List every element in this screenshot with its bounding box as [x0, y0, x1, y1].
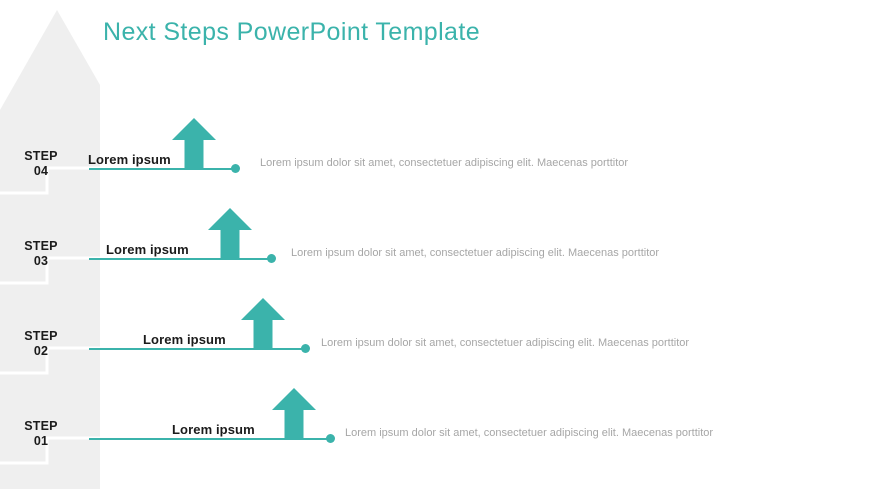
endpoint-dot-icon [231, 164, 240, 173]
page-title: Next Steps PowerPoint Template [103, 18, 481, 46]
step-label-02: Lorem ipsum [143, 332, 226, 347]
connector-line-02 [89, 348, 305, 350]
step-number-digits: 04 [33, 163, 49, 178]
step-row: STEP 01 Lorem ipsum Lorem ipsum dolor si… [0, 388, 870, 478]
step-description-03: Lorem ipsum dolor sit amet, consectetuer… [291, 247, 660, 259]
step-number-02: STEP 02 [10, 329, 72, 358]
step-label-04: Lorem ipsum [88, 152, 171, 167]
step-row: STEP 03 Lorem ipsum Lorem ipsum dolor si… [0, 208, 870, 298]
step-label-03: Lorem ipsum [106, 242, 189, 257]
up-arrow-icon [208, 208, 252, 260]
step-number-04: STEP 04 [10, 149, 72, 178]
up-arrow-icon [172, 118, 216, 170]
step-number-digits: 03 [33, 253, 49, 268]
endpoint-dot-icon [326, 434, 335, 443]
step-number-digits: 02 [33, 343, 49, 358]
connector-line-01 [89, 438, 330, 440]
step-number-03: STEP 03 [10, 239, 72, 268]
step-description-04: Lorem ipsum dolor sit amet, consectetuer… [260, 157, 629, 169]
step-number-word: STEP [24, 329, 58, 343]
up-arrow-icon [272, 388, 316, 440]
step-number-word: STEP [24, 149, 58, 163]
endpoint-dot-icon [267, 254, 276, 263]
connector-line-04 [89, 168, 235, 170]
step-description-01: Lorem ipsum dolor sit amet, consectetuer… [345, 427, 714, 439]
up-arrow-icon [241, 298, 285, 350]
step-number-01: STEP 01 [10, 419, 72, 448]
endpoint-dot-icon [301, 344, 310, 353]
step-description-02: Lorem ipsum dolor sit amet, consectetuer… [321, 337, 690, 349]
step-label-01: Lorem ipsum [172, 422, 255, 437]
step-row: STEP 04 Lorem ipsum Lorem ipsum dolor si… [0, 118, 870, 208]
step-row: STEP 02 Lorem ipsum Lorem ipsum dolor si… [0, 298, 870, 388]
connector-line-03 [89, 258, 271, 260]
step-number-digits: 01 [33, 433, 49, 448]
step-number-word: STEP [24, 239, 58, 253]
step-number-word: STEP [24, 419, 58, 433]
